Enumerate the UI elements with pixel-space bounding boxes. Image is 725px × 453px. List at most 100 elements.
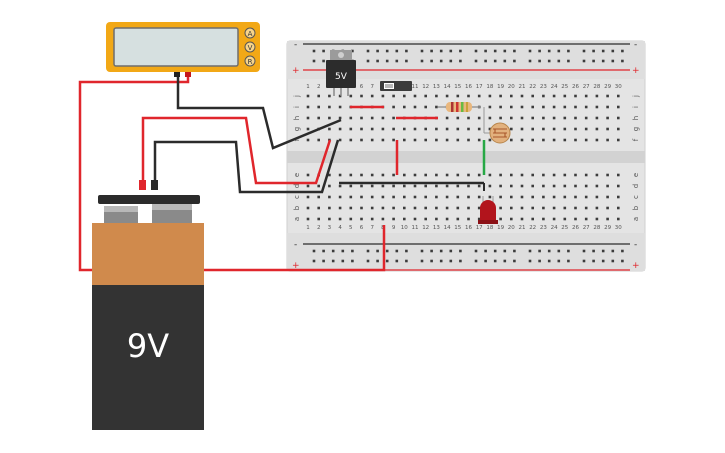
hole[interactable] <box>584 105 588 109</box>
hole[interactable] <box>328 127 331 131</box>
hole[interactable] <box>424 173 427 177</box>
rail-hole[interactable] <box>312 59 316 63</box>
hole[interactable] <box>574 138 577 142</box>
led[interactable] <box>478 196 498 224</box>
photoresistor[interactable] <box>483 107 511 144</box>
hole[interactable] <box>338 184 342 188</box>
hole[interactable] <box>499 195 502 199</box>
board-wires[interactable] <box>339 105 486 191</box>
hole[interactable] <box>392 195 395 199</box>
rail-hole[interactable] <box>420 249 424 253</box>
hole[interactable] <box>617 206 620 210</box>
hole[interactable] <box>317 217 320 221</box>
hole[interactable] <box>413 206 417 210</box>
hole[interactable] <box>563 116 567 120</box>
rail-hole[interactable] <box>331 249 335 253</box>
hole[interactable] <box>403 206 406 210</box>
hole[interactable] <box>563 184 567 188</box>
hole[interactable] <box>349 138 353 142</box>
hole[interactable] <box>606 195 609 199</box>
hole[interactable] <box>563 94 567 98</box>
hole[interactable] <box>424 217 427 221</box>
hole[interactable] <box>456 116 460 120</box>
rail-hole[interactable] <box>439 249 443 253</box>
rail-hole[interactable] <box>341 249 345 253</box>
hole[interactable] <box>510 105 513 109</box>
hole[interactable] <box>531 195 534 199</box>
rail-hole[interactable] <box>611 249 615 253</box>
rail-hole[interactable] <box>459 59 462 63</box>
hole[interactable] <box>617 195 620 199</box>
hole[interactable] <box>360 217 363 221</box>
rail-hole[interactable] <box>493 49 497 53</box>
hole[interactable] <box>338 127 342 131</box>
hole[interactable] <box>552 184 556 188</box>
hole[interactable] <box>456 127 460 131</box>
hole[interactable] <box>477 184 481 188</box>
hole[interactable] <box>360 116 363 120</box>
hole[interactable] <box>349 184 353 188</box>
hole[interactable] <box>584 217 588 221</box>
rail-hole[interactable] <box>493 259 497 263</box>
hole[interactable] <box>595 206 599 210</box>
hole[interactable] <box>370 127 374 131</box>
hole[interactable] <box>606 127 609 131</box>
hole[interactable] <box>328 173 331 177</box>
hole[interactable] <box>584 173 588 177</box>
hole[interactable] <box>584 116 588 120</box>
hole[interactable] <box>360 195 363 199</box>
hole[interactable] <box>477 206 481 210</box>
rail-hole[interactable] <box>484 49 487 53</box>
hole[interactable] <box>488 138 492 142</box>
hole[interactable] <box>606 105 609 109</box>
hole[interactable] <box>617 116 620 120</box>
hole[interactable] <box>317 105 320 109</box>
hole[interactable] <box>445 127 449 131</box>
hole[interactable] <box>456 94 460 98</box>
hole[interactable] <box>403 195 406 199</box>
rail-hole[interactable] <box>385 49 389 53</box>
rail-hole[interactable] <box>582 259 586 263</box>
rail-hole[interactable] <box>538 249 541 253</box>
hole[interactable] <box>467 127 470 131</box>
hole[interactable] <box>531 116 534 120</box>
rail-hole[interactable] <box>459 249 462 253</box>
hole[interactable] <box>488 173 492 177</box>
rail-hole[interactable] <box>567 49 570 53</box>
hole[interactable] <box>595 94 599 98</box>
hole[interactable] <box>584 184 588 188</box>
hole[interactable] <box>552 173 556 177</box>
hole[interactable] <box>574 195 577 199</box>
hole[interactable] <box>392 116 395 120</box>
hole[interactable] <box>510 206 513 210</box>
hole[interactable] <box>338 173 342 177</box>
rail-hole[interactable] <box>459 259 462 263</box>
hole[interactable] <box>520 94 524 98</box>
hole[interactable] <box>542 127 545 131</box>
hole[interactable] <box>456 195 460 199</box>
hole[interactable] <box>413 217 417 221</box>
hole[interactable] <box>328 116 331 120</box>
rail-hole[interactable] <box>366 259 370 263</box>
hole[interactable] <box>349 94 353 98</box>
hole[interactable] <box>552 195 556 199</box>
rail-hole[interactable] <box>538 49 541 53</box>
rail-hole[interactable] <box>366 49 370 53</box>
hole[interactable] <box>488 116 492 120</box>
hole[interactable] <box>542 116 545 120</box>
rail-hole[interactable] <box>376 49 379 53</box>
hole[interactable] <box>392 94 395 98</box>
hole[interactable] <box>520 105 524 109</box>
rail-hole[interactable] <box>547 249 551 253</box>
hole[interactable] <box>552 94 556 98</box>
hole[interactable] <box>349 116 353 120</box>
rail-hole[interactable] <box>557 59 561 63</box>
hole[interactable] <box>574 173 577 177</box>
hole[interactable] <box>456 173 460 177</box>
hole[interactable] <box>563 173 567 177</box>
hole[interactable] <box>328 184 331 188</box>
hole[interactable] <box>445 116 449 120</box>
hole[interactable] <box>520 138 524 142</box>
hole[interactable] <box>499 206 502 210</box>
rail-hole[interactable] <box>430 249 433 253</box>
